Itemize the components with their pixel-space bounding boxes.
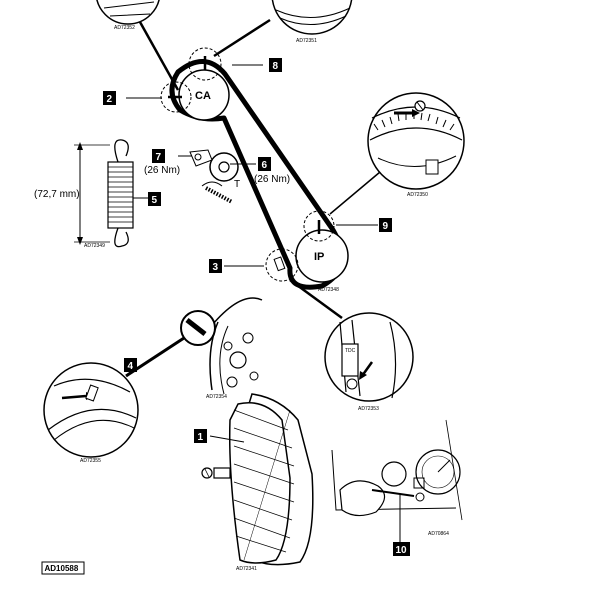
torque-bolt-7: (26 Nm)	[144, 165, 180, 176]
top-center-detail-circle: AD72351	[271, 0, 353, 44]
top-center-image-code: AD72351	[296, 38, 317, 44]
callout-9-number: 9	[383, 221, 389, 232]
tensioner-label: T	[234, 179, 240, 190]
flywheel-detail-circle: AD72355	[43, 362, 139, 464]
callout-7: 7	[152, 149, 165, 163]
callout-8-number: 8	[273, 61, 279, 72]
pump-detail-image-code: AD72350	[407, 192, 428, 198]
callout-5-number: 5	[152, 195, 158, 206]
callout-3: 3	[209, 259, 222, 273]
tdc-mark-label: TDC	[345, 348, 356, 354]
figure-reference-code: AD10588	[45, 564, 79, 573]
top-left-image-code: AD72352	[114, 25, 135, 31]
camshaft-pulley-label: CA	[195, 90, 211, 102]
callout-2-number: 2	[107, 94, 113, 105]
injection-pump-pulley-label: IP	[314, 251, 324, 263]
callout-10: 10	[393, 542, 410, 556]
tensioner-spring	[74, 139, 134, 248]
flywheel: AD72354	[206, 297, 263, 400]
callout-5: 5	[148, 192, 161, 206]
flywheel-mark-zoom	[180, 310, 216, 346]
camshaft-pulley: CA	[160, 47, 230, 121]
spring-length-label: (72,7 mm)	[34, 189, 80, 200]
spring-image-code: AD72349	[84, 243, 105, 249]
leader-line-tdc-detail	[289, 278, 343, 320]
tensioner-assembly: T	[189, 149, 240, 204]
leader-line-top-center	[213, 18, 271, 58]
callout-1-number: 1	[198, 432, 204, 443]
callout-leaders	[126, 64, 401, 542]
injection-pump-pulley: IP	[295, 210, 349, 283]
dashboard-detail: AD70864	[331, 419, 463, 537]
tdc-detail-image-code: AD72353	[358, 406, 379, 412]
callout-4: 4	[124, 358, 137, 372]
crank-mark-zoom	[265, 248, 299, 282]
leader-line-top-left	[138, 21, 180, 91]
callout-6-number: 6	[262, 160, 268, 171]
dashboard-image-code: AD70864	[428, 531, 449, 537]
tdc-detail-circle: TDC AD72353	[324, 312, 414, 412]
callout-9: 9	[379, 218, 392, 232]
callout-8: 8	[269, 58, 282, 72]
clutch-disc-image-code: AD72341	[236, 566, 257, 572]
callout-1: 1	[194, 429, 207, 443]
flywheel-detail-image-code: AD72355	[80, 458, 101, 464]
leader-line-pump-detail	[329, 171, 381, 215]
clutch-disc: AD72341	[201, 393, 314, 572]
torque-bolt-6: (26 Nm)	[254, 174, 290, 185]
flywheel-image-code: AD72354	[206, 394, 227, 400]
figure-reference: AD10588	[41, 561, 85, 575]
callout-6: 6	[258, 157, 271, 171]
callout-10-number: 10	[396, 545, 408, 556]
callout-4-number: 4	[128, 361, 134, 372]
callout-3-number: 3	[213, 262, 219, 273]
callout-2: 2	[103, 91, 116, 105]
belt-layout-image-code: AD72348	[318, 287, 339, 293]
camshaft-mark-zoom-left	[160, 81, 192, 113]
injection-pump-mark-zoom	[303, 210, 335, 242]
callout-7-number: 7	[156, 152, 162, 163]
pump-timing-detail-circle: AD72350	[367, 92, 465, 198]
top-left-detail-circle: AD72352	[96, 0, 160, 31]
